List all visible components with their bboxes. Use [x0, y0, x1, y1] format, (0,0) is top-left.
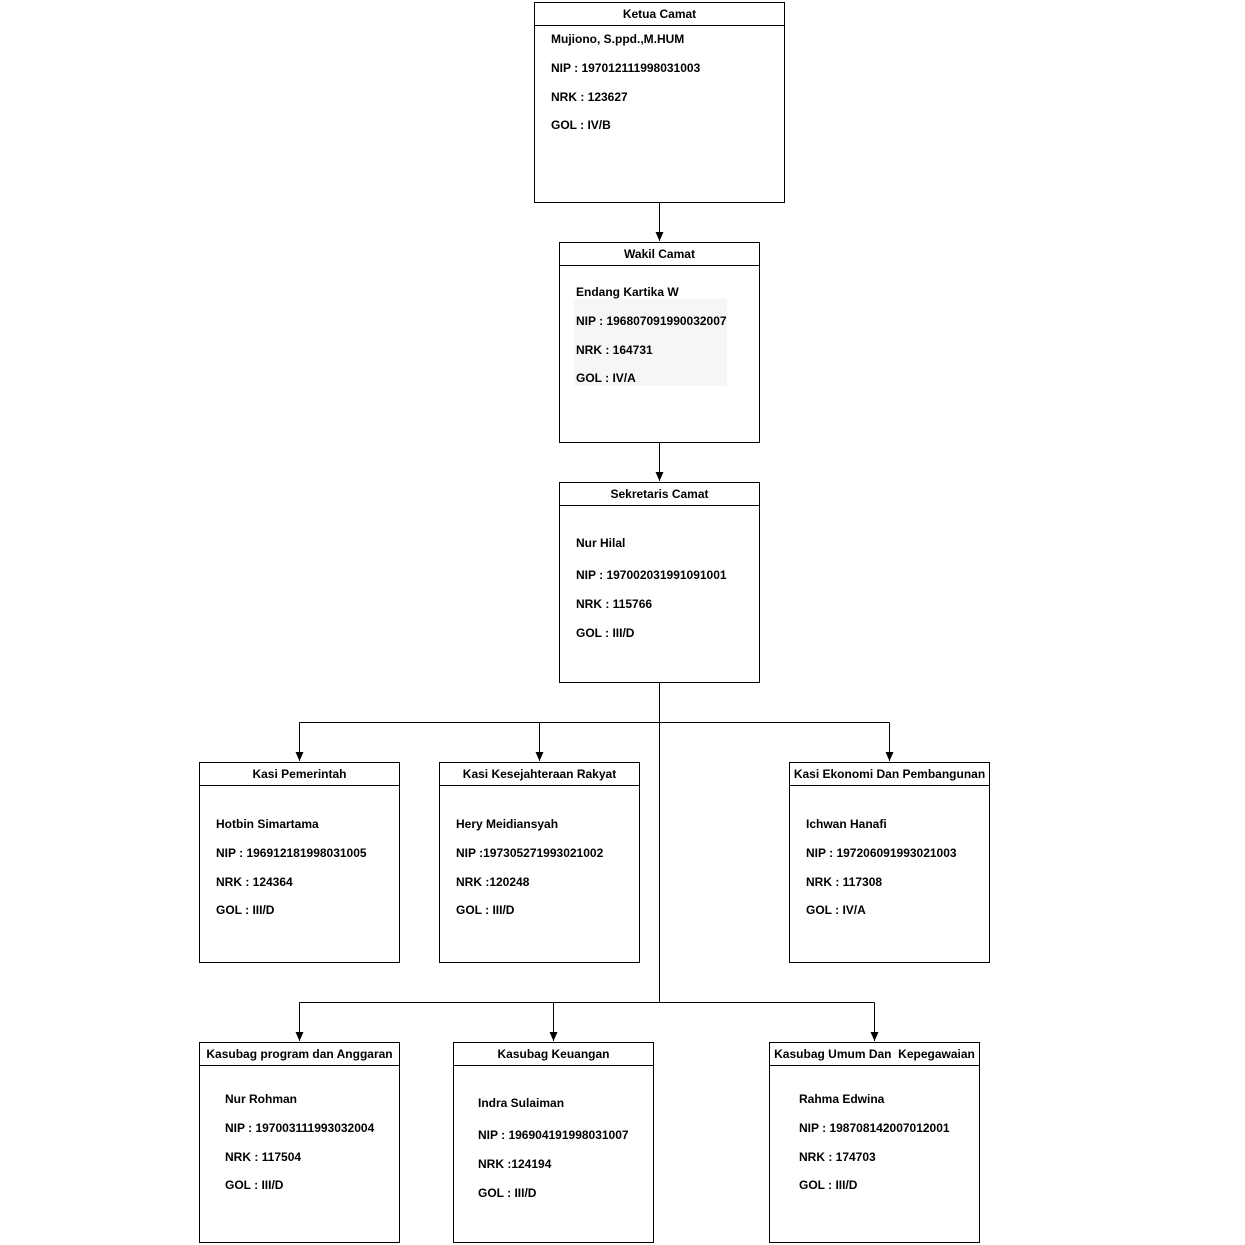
node-person-name: Indra Sulaiman	[478, 1096, 565, 1110]
node-gol: GOL : IV/A	[806, 903, 866, 917]
node-gol: GOL : III/D	[478, 1186, 537, 1200]
node-nip: NIP :197305271993021002	[456, 846, 604, 860]
node-nrk: NRK : 124364	[216, 875, 293, 889]
node-nip: NIP : 198708142007012001	[799, 1121, 950, 1135]
node-kasi-kesejahteraan-rakyat: Kasi Kesejahteraan Rakyat Hery Meidiansy…	[439, 762, 640, 963]
node-nip: NIP : 197012111998031003	[551, 61, 701, 75]
node-title: Wakil Camat	[560, 243, 759, 266]
node-gol: GOL : III/D	[216, 903, 275, 917]
node-nip: NIP : 197003111993032004	[225, 1121, 375, 1135]
node-person-name: Mujiono, S.ppd.,M.HUM	[551, 32, 685, 46]
node-nip: NIP : 196912181998031005	[216, 846, 367, 860]
node-person-name: Rahma Edwina	[799, 1092, 885, 1106]
node-title: Kasubag program dan Anggaran	[200, 1043, 399, 1066]
node-nip: NIP : 197206091993021003	[806, 846, 957, 860]
node-person-name: Ichwan Hanafi	[806, 817, 887, 831]
node-gol: GOL : III/D	[576, 626, 635, 640]
node-gol: GOL : III/D	[225, 1178, 284, 1192]
node-kasubag-program-anggaran: Kasubag program dan Anggaran Nur Rohman …	[199, 1042, 400, 1243]
node-nrk: NRK : 174703	[799, 1150, 876, 1164]
node-nrk: NRK : 115766	[576, 597, 653, 611]
node-nrk: NRK : 164731	[576, 343, 653, 357]
node-gol: GOL : III/D	[799, 1178, 858, 1192]
node-title: Kasubag Keuangan	[454, 1043, 653, 1066]
node-gol: GOL : III/D	[456, 903, 515, 917]
node-kasubag-keuangan: Kasubag Keuangan Indra Sulaiman NIP : 19…	[453, 1042, 654, 1243]
node-ketua-camat: Ketua Camat Mujiono, S.ppd.,M.HUM NIP : …	[534, 2, 785, 203]
node-nrk: NRK : 117308	[806, 875, 883, 889]
node-title: Kasubag Umum Dan Kepegawaian	[770, 1043, 979, 1066]
node-nip: NIP : 196807091990032007	[576, 314, 727, 328]
node-nip: NIP : 197002031991091001	[576, 568, 727, 582]
node-person-name: Hotbin Simartama	[216, 817, 319, 831]
node-person-name: Endang Kartika W	[576, 285, 679, 299]
node-kasi-ekonomi-pembangunan: Kasi Ekonomi Dan Pembangunan Ichwan Hana…	[789, 762, 990, 963]
text-highlight	[574, 299, 727, 386]
node-nrk: NRK :120248	[456, 875, 530, 889]
node-nrk: NRK : 123627	[551, 90, 628, 104]
node-nip: NIP : 196904191998031007	[478, 1128, 629, 1142]
node-kasubag-umum-kepegawaian: Kasubag Umum Dan Kepegawaian Rahma Edwin…	[769, 1042, 980, 1243]
node-nrk: NRK : 117504	[225, 1150, 302, 1164]
node-nrk: NRK :124194	[478, 1157, 552, 1171]
node-title: Ketua Camat	[535, 3, 784, 26]
node-title: Kasi Pemerintah	[200, 763, 399, 786]
node-gol: GOL : IV/A	[576, 371, 636, 385]
node-sekretaris-camat: Sekretaris Camat Nur Hilal NIP : 1970020…	[559, 482, 760, 683]
node-kasi-pemerintah: Kasi Pemerintah Hotbin Simartama NIP : 1…	[199, 762, 400, 963]
node-person-name: Nur Hilal	[576, 536, 626, 550]
node-person-name: Nur Rohman	[225, 1092, 297, 1106]
node-person-name: Hery Meidiansyah	[456, 817, 559, 831]
node-title: Sekretaris Camat	[560, 483, 759, 506]
node-title: Kasi Kesejahteraan Rakyat	[440, 763, 639, 786]
node-title: Kasi Ekonomi Dan Pembangunan	[790, 763, 989, 786]
node-gol: GOL : IV/B	[551, 118, 611, 132]
node-wakil-camat: Wakil Camat Endang Kartika W NIP : 19680…	[559, 242, 760, 443]
